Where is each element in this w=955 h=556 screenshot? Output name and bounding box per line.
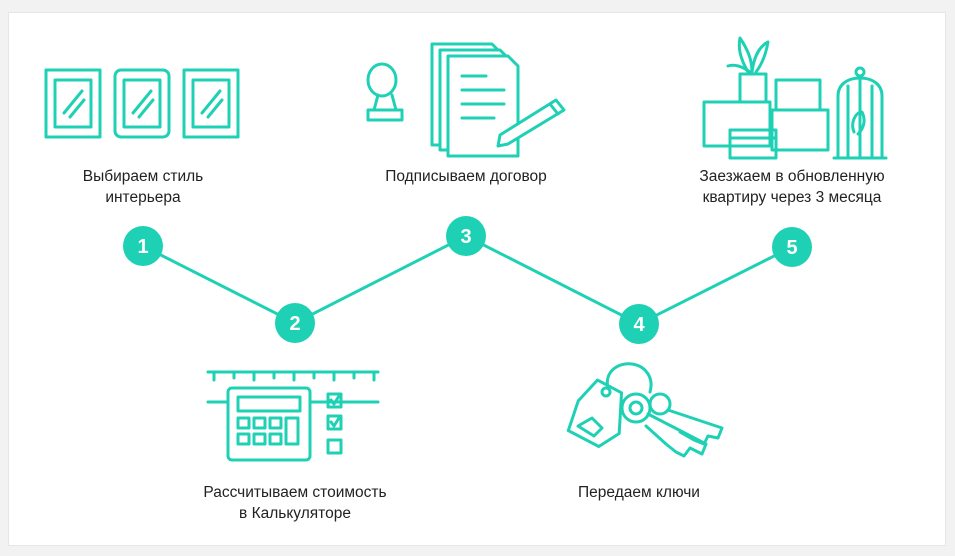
- step-label-2: Рассчитываем стоимость в Калькуляторе: [175, 482, 415, 524]
- keys-icon: [566, 362, 724, 458]
- step-node-1: 1: [123, 226, 163, 266]
- step-label-4-line-1: Передаем ключи: [578, 484, 700, 501]
- step-node-5: 5: [772, 227, 812, 267]
- step-label-1: Выбираем стиль интерьера: [43, 166, 243, 208]
- step-label-2-line-2: в Калькуляторе: [239, 505, 351, 522]
- step-label-2-line-1: Рассчитываем стоимость: [203, 484, 387, 501]
- step-label-4: Передаем ключи: [539, 482, 739, 503]
- contract-stamp-icon: [366, 42, 566, 158]
- step-label-3: Подписываем договор: [346, 166, 586, 187]
- calculator-icon: [206, 370, 380, 462]
- step-node-2: 2: [275, 303, 315, 343]
- moving-boxes-icon: [702, 36, 888, 160]
- step-number-4: 4: [633, 314, 645, 336]
- step-label-1-line-1: Выбираем стиль: [82, 168, 204, 185]
- step-node-3: 3: [446, 216, 486, 256]
- step-label-5-line-1: Заезжаем в обновленную: [699, 168, 885, 185]
- step-number-1: 1: [137, 236, 148, 258]
- step-label-1-line-2: интерьера: [105, 189, 181, 206]
- step-label-3-line-1: Подписываем договор: [385, 168, 547, 185]
- step-number-2: 2: [289, 313, 300, 335]
- step-number-3: 3: [460, 226, 471, 248]
- step-node-4: 4: [619, 304, 659, 344]
- step-number-5: 5: [786, 237, 797, 259]
- picture-frames-icon: [44, 68, 240, 139]
- step-label-5: Заезжаем в обновленную квартиру через 3 …: [677, 166, 907, 208]
- step-label-5-line-2: квартиру через 3 месяца: [702, 189, 882, 206]
